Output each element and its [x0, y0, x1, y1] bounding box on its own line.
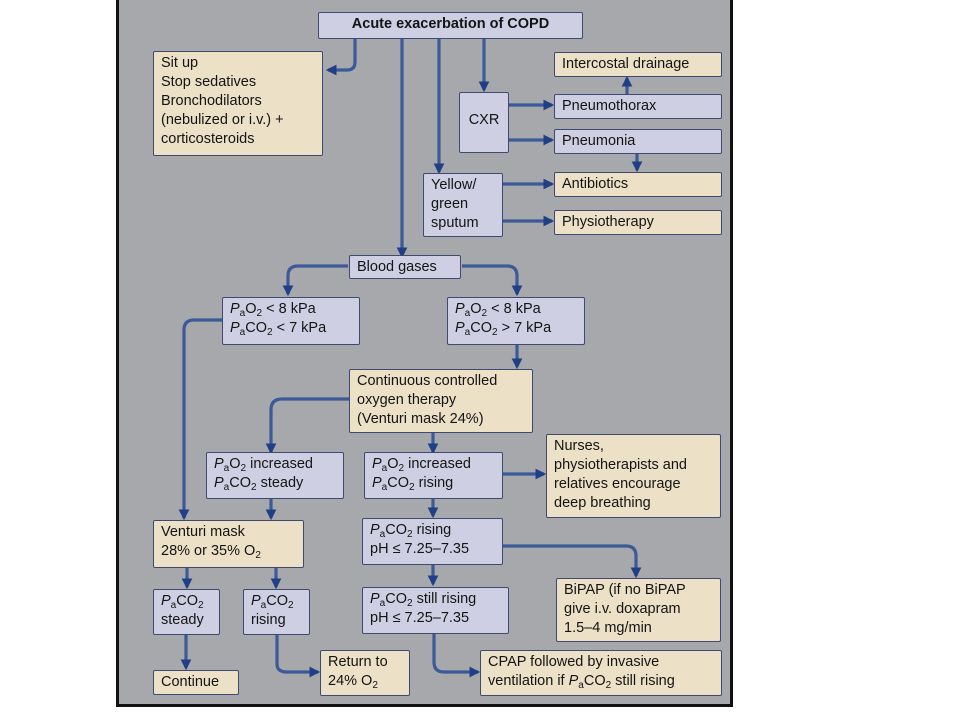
continue-node: Continue [153, 670, 239, 695]
arrow-oxygen-o2steady [265, 397, 349, 455]
arrow-co2rising-return [275, 635, 321, 678]
nurses-line-2: physiotherapists and [554, 457, 687, 473]
antibiotics-text: Antibiotics [562, 176, 629, 192]
arrow-blood-right [462, 264, 523, 297]
venturi-line-2: 28% or 35% O2 [161, 543, 261, 561]
o2-rising-line-1: PaO2 increased [372, 456, 471, 474]
continue-text: Continue [161, 674, 220, 690]
co2-steady-line-2: steady [161, 612, 204, 628]
sputum-line-1: Yellow/ [431, 177, 477, 193]
co2-rising-ph-line-2: pH ≤ 7.25–7.35 [370, 541, 470, 557]
blood-gases-text: Blood gases [357, 259, 437, 275]
arrow-stillrising-cpap [432, 634, 481, 678]
pneumonia-node: Pneumonia [554, 129, 722, 154]
co2-rising-node: PaCO2 rising [243, 589, 310, 635]
co2-rising-ph-node: PaCO2 rising pH ≤ 7.25–7.35 [362, 518, 503, 565]
arrow-co2ph-bipap [503, 544, 642, 579]
o2-rising-line-2: PaCO2 rising [372, 475, 454, 493]
cpap-line-1: CPAP followed by invasive [488, 654, 660, 670]
physiotherapy-text: Physiotherapy [562, 214, 654, 230]
left-gas-node: PaO2 < 8 kPa PaCO2 < 7 kPa [222, 297, 360, 345]
intercostal-text: Intercostal drainage [562, 56, 690, 72]
initial-management-node: Sit up Stop sedatives Bronchodilators (n… [153, 51, 323, 156]
oxygen-line-2: oxygen therapy [357, 392, 457, 408]
co2-still-rising-node: PaCO2 still rising pH ≤ 7.25–7.35 [362, 587, 509, 634]
pneumonia-text: Pneumonia [562, 133, 636, 149]
left-gas-line-2: PaCO2 < 7 kPa [230, 320, 327, 338]
blood-gases-node: Blood gases [349, 255, 461, 279]
arrow-leftgas-venturi [178, 318, 222, 521]
o2-increased-co2-steady-node: PaO2 increased PaCO2 steady [206, 452, 344, 499]
pneumothorax-text: Pneumothorax [562, 98, 657, 114]
bipap-node: BiPAP (if no BiPAP give i.v. doxapram 1.… [556, 578, 721, 642]
venturi-line-1: Venturi mask [161, 524, 245, 540]
pneumothorax-node: Pneumothorax [554, 94, 722, 119]
arrow-title-initial [325, 38, 357, 76]
initial-line-3: Bronchodilators [161, 93, 262, 109]
nurses-line-4: deep breathing [554, 495, 651, 511]
co2-rising-ph-line-1: PaCO2 rising [370, 522, 452, 540]
co2-rising-line-2: rising [251, 612, 286, 628]
title-text: Acute exacerbation of COPD [351, 16, 550, 32]
initial-line-4: (nebulized or i.v.) + [161, 112, 284, 128]
left-gas-line-1: PaO2 < 8 kPa [230, 301, 316, 319]
still-rising-line-2: pH ≤ 7.25–7.35 [370, 610, 470, 626]
oxygen-line-3: (Venturi mask 24%) [357, 411, 484, 427]
antibiotics-node: Antibiotics [554, 172, 722, 197]
co2-steady-line-1: PaCO2 [161, 593, 204, 611]
cxr-text: CXR [468, 112, 500, 128]
nurses-node: Nurses, physiotherapists and relatives e… [546, 434, 721, 518]
nurses-line-1: Nurses, [554, 438, 604, 454]
intercostal-drainage-node: Intercostal drainage [554, 52, 722, 77]
right-gas-line-2: PaCO2 > 7 kPa [455, 320, 552, 338]
nurses-line-3: relatives encourage [554, 476, 681, 492]
return-line-1: Return to [328, 654, 388, 670]
o2-steady-line-1: PaO2 increased [214, 456, 313, 474]
bipap-line-3: 1.5–4 mg/min [564, 620, 652, 636]
initial-line-5: corticosteroids [161, 131, 255, 147]
cpap-node: CPAP followed by invasive ventilation if… [480, 650, 722, 696]
cpap-line-2: ventilation if PaCO2 still rising [488, 673, 675, 691]
cxr-node: CXR [459, 92, 509, 153]
o2-steady-line-2: PaCO2 steady [214, 475, 304, 493]
physiotherapy-node: Physiotherapy [554, 210, 722, 235]
co2-steady-node: PaCO2 steady [153, 589, 220, 635]
initial-line-2: Stop sedatives [161, 74, 257, 90]
bipap-line-1: BiPAP (if no BiPAP [564, 582, 686, 598]
initial-line-1: Sit up [161, 55, 199, 71]
arrow-blood-left [282, 264, 348, 297]
still-rising-line-1: PaCO2 still rising [370, 591, 477, 609]
right-gas-line-1: PaO2 < 8 kPa [455, 301, 541, 319]
return-node: Return to 24% O2 [320, 650, 410, 696]
right-gas-node: PaO2 < 8 kPa PaCO2 > 7 kPa [447, 297, 585, 345]
bipap-line-2: give i.v. doxapram [564, 601, 681, 617]
o2-increased-co2-rising-node: PaO2 increased PaCO2 rising [364, 452, 503, 499]
oxygen-therapy-node: Continuous controlled oxygen therapy (Ve… [349, 369, 533, 433]
return-line-2: 24% O2 [328, 673, 378, 691]
sputum-line-2: green [431, 196, 469, 212]
venturi-mask-node: Venturi mask 28% or 35% O2 [153, 520, 304, 568]
oxygen-line-1: Continuous controlled [357, 373, 498, 389]
sputum-node: Yellow/ green sputum [423, 173, 503, 237]
co2-rising-line-1: PaCO2 [251, 593, 294, 611]
title-node: Acute exacerbation of COPD [318, 12, 583, 39]
sputum-line-3: sputum [431, 215, 479, 231]
